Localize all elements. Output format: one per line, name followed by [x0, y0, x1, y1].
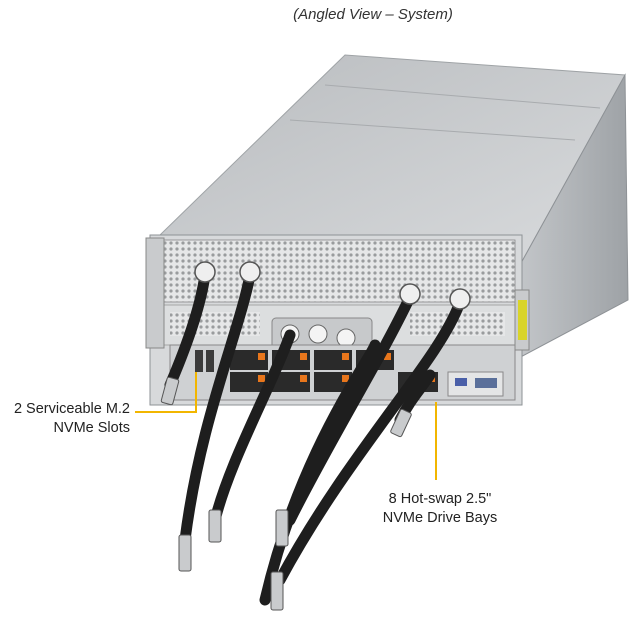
callout-m2-line1: 2 Serviceable M.2 [13, 401, 130, 417]
callout-line-m2 [135, 372, 197, 413]
hose [209, 329, 296, 526]
drive-latch [300, 375, 307, 382]
usb-port [455, 378, 467, 386]
rack-ear-left [145, 237, 165, 349]
hose [164, 269, 211, 391]
rear-mesh-middle [170, 312, 260, 336]
m2-slot [195, 350, 203, 372]
drive-latch [300, 353, 307, 360]
callout-m2-slots: 2 Serviceable M.2 NVMe Slots [4, 400, 130, 438]
chassis-top-seam [324, 84, 601, 109]
callout-drive-bays: 8 Hot-swap 2.5" NVMe Drive Bays [360, 490, 520, 528]
coolant-port [308, 324, 328, 344]
hose-rings [194, 261, 471, 310]
m2-slot [206, 350, 214, 372]
drive-latch [342, 353, 349, 360]
callout-drive-line2: NVMe Drive Bays [382, 510, 498, 526]
drive-latch [384, 353, 391, 360]
callout-m2-line2: NVMe Slots [53, 420, 130, 436]
drive-latch [342, 375, 349, 382]
drive-latch [258, 353, 265, 360]
callout-drive-line1: 8 Hot-swap 2.5" [388, 491, 492, 507]
quick-disconnect-fittings [160, 376, 412, 611]
rack-ear-label [518, 300, 527, 340]
hose [274, 296, 466, 586]
vga-port [475, 378, 497, 388]
coolant-port [336, 328, 356, 348]
hose [179, 269, 256, 546]
view-title: (Angled View – System) [293, 6, 453, 23]
drive-latch [258, 375, 265, 382]
chassis-top-seam [289, 119, 576, 141]
